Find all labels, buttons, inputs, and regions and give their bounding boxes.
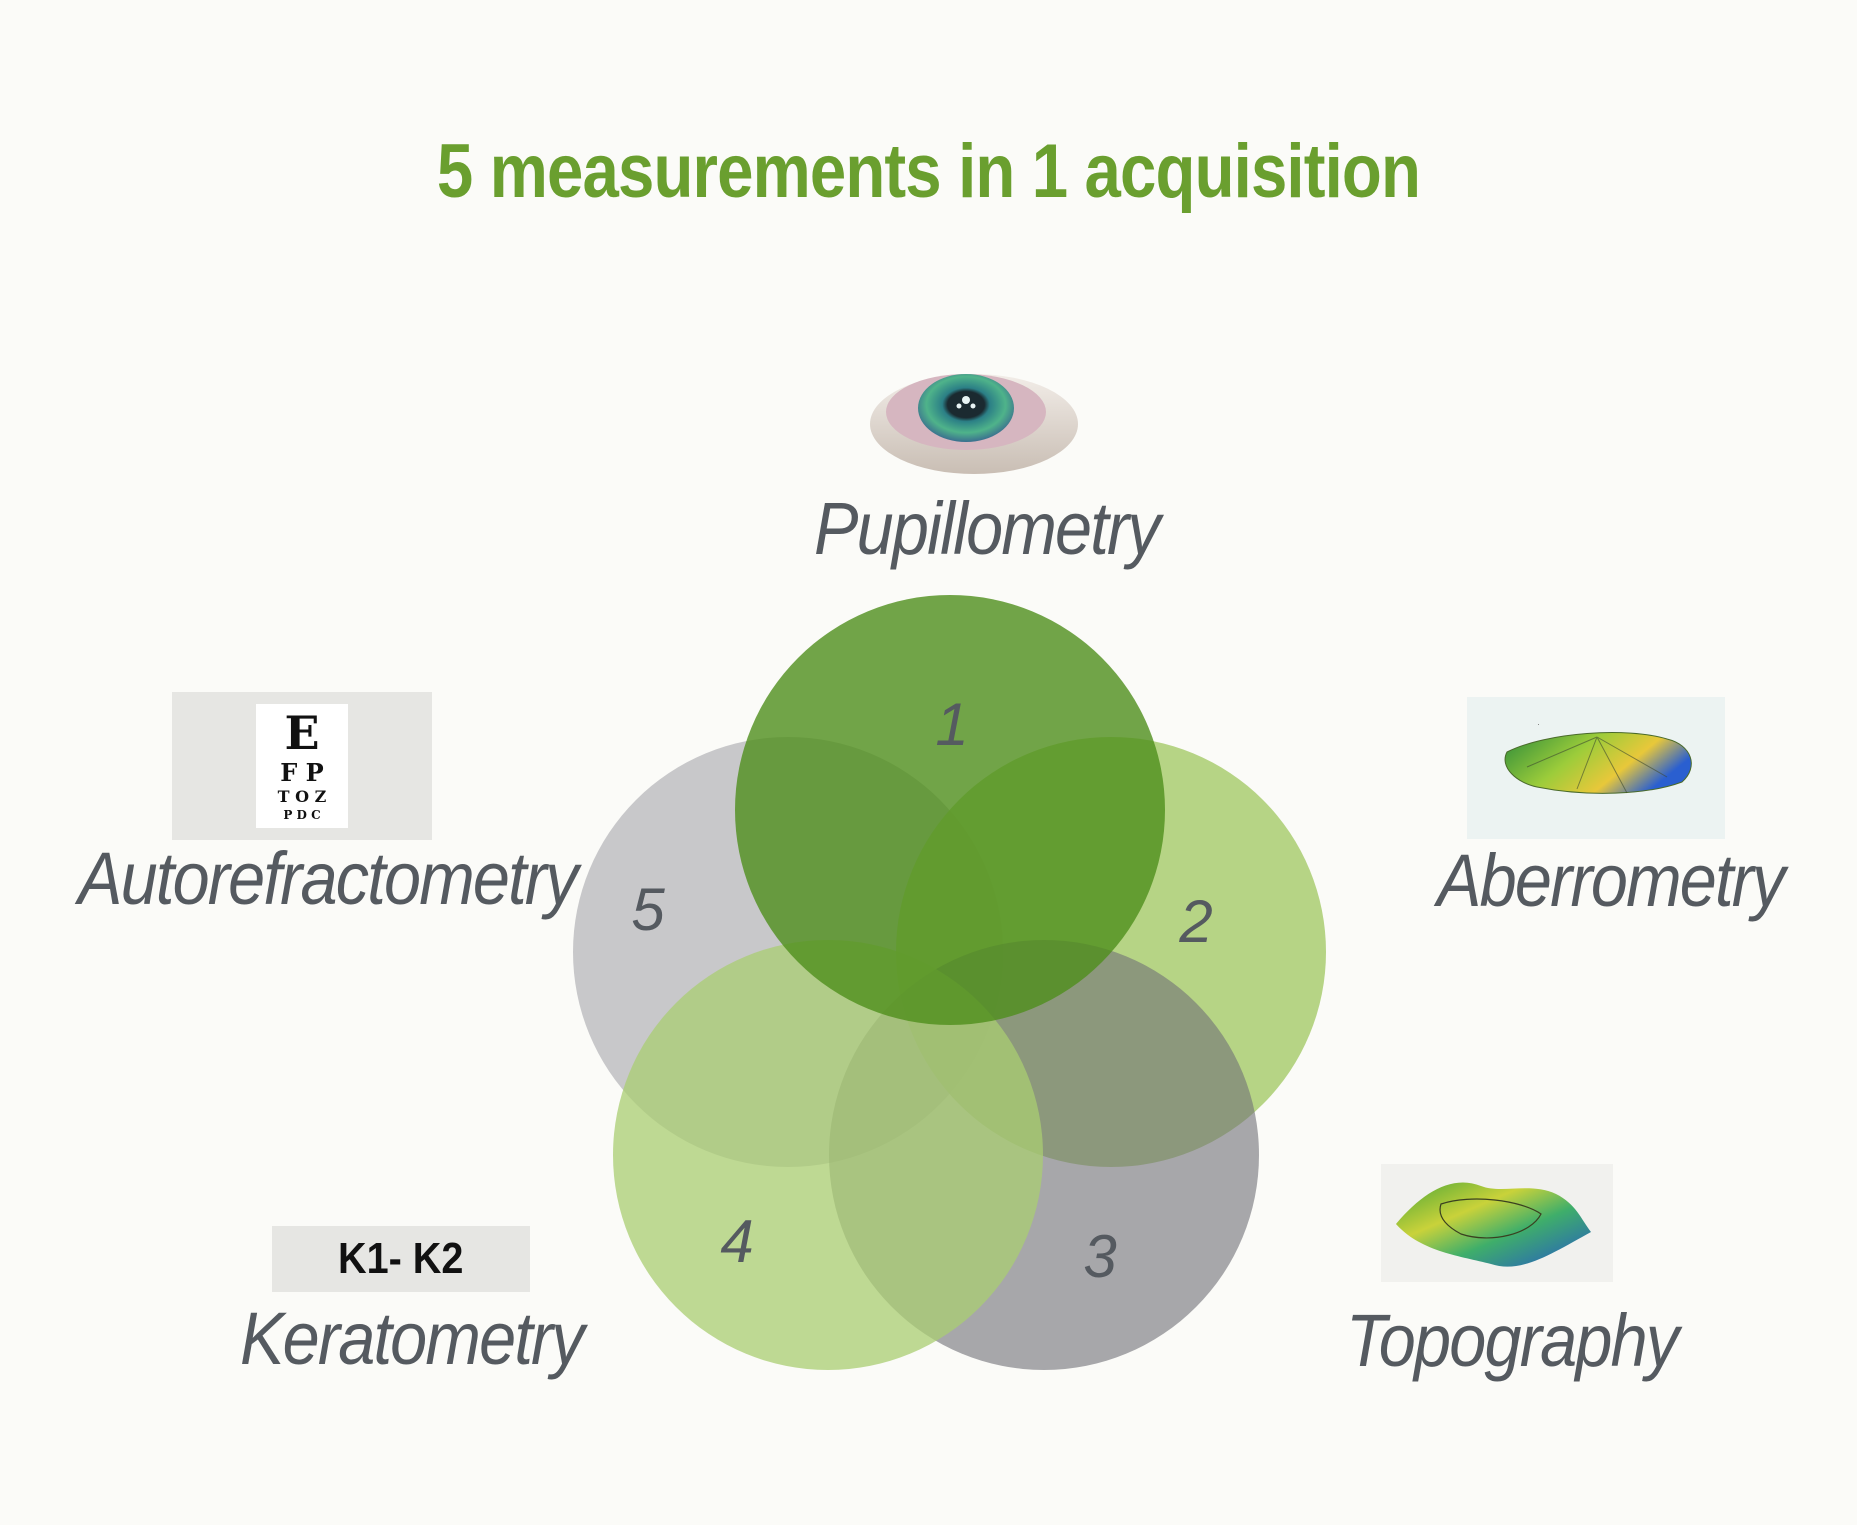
circle-4 [613, 940, 1043, 1370]
circle-number-4: 4 [720, 1208, 753, 1275]
eye-chart-card: E F P T O Z P D C [256, 704, 348, 828]
circle-1 [735, 595, 1165, 1025]
page-title: 5 measurements in 1 acquisition [436, 129, 1421, 214]
topography-map-icon [1381, 1164, 1613, 1282]
svg-text:·: · [1537, 719, 1540, 729]
label-pupillometry: Pupillometry [814, 487, 1161, 570]
circle-number-1: 1 [935, 691, 968, 758]
label-aberrometry: Aberrometry [1437, 839, 1785, 922]
label-autorefractometry: Autorefractometry [78, 837, 578, 920]
circle-number-2: 2 [1178, 888, 1212, 955]
keratometry-box-text: K1- K2 [338, 1234, 464, 1283]
eye-chart-row-3: T O Z [277, 787, 327, 806]
label-topography: Topography [1346, 1299, 1679, 1382]
eye-chart-row-2: F P [280, 758, 324, 787]
label-keratometry: Keratometry [240, 1297, 585, 1380]
aberrometry-map-icon: · [1467, 697, 1725, 839]
circle-number-5: 5 [631, 876, 665, 943]
eye-icon [846, 348, 1102, 486]
circle-number-3: 3 [1083, 1223, 1116, 1290]
keratometry-k1-k2-icon: K1- K2 [272, 1226, 530, 1292]
eye-chart-row-1: E [284, 706, 320, 760]
eye-chart-icon: E F P T O Z P D C [172, 692, 432, 840]
eye-chart-row-4: P D C [283, 808, 321, 822]
